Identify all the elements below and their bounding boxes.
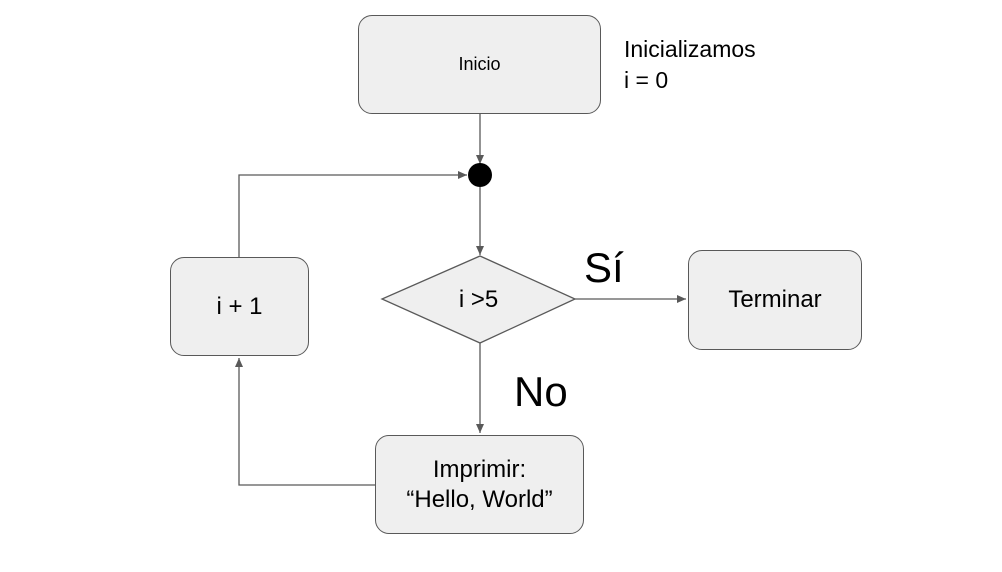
start-node-label: Inicio xyxy=(458,54,501,75)
initialization-note-line1: Inicializamos xyxy=(624,36,756,62)
junction-dot xyxy=(468,163,492,187)
no-branch-label: No xyxy=(514,368,568,415)
decision-diamond xyxy=(380,255,577,344)
edge-increment-to-junction xyxy=(238,171,467,257)
start-node: Inicio xyxy=(358,15,601,114)
increment-node-label: i + 1 xyxy=(216,292,263,320)
print-node-line2: “Hello, World” xyxy=(406,485,553,513)
print-node-line1: Imprimir: xyxy=(432,455,527,483)
end-node-label: Terminar xyxy=(728,286,822,313)
initialization-note-line2: i = 0 xyxy=(624,67,669,94)
print-node: Imprimir: “Hello, World” xyxy=(375,435,584,534)
yes-branch-label: Sí xyxy=(584,244,624,291)
edge-imprimir-to-increment xyxy=(235,358,375,486)
end-node: Terminar xyxy=(688,250,862,350)
initialization-note: Inicializamos i = 0 xyxy=(624,34,756,96)
increment-node: i + 1 xyxy=(170,257,309,356)
